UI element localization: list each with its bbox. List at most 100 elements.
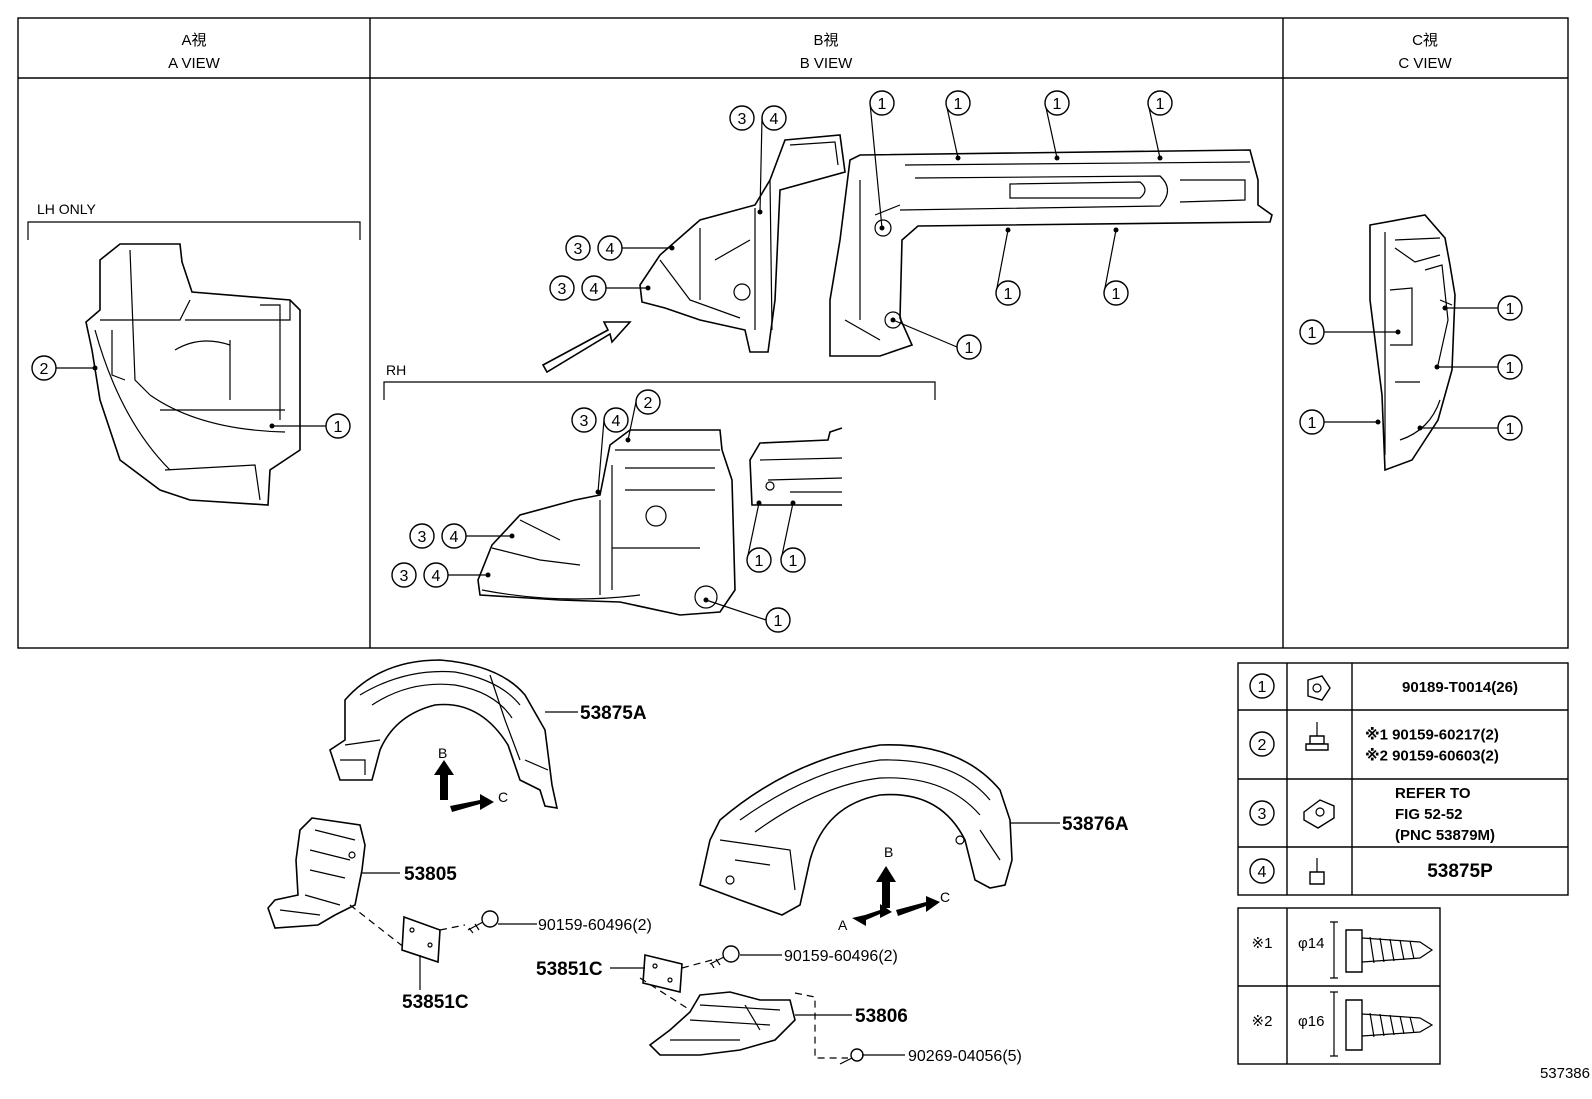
callout-number: 2: [40, 361, 49, 378]
callout-dot: [1434, 364, 1440, 370]
callout-circle: [761, 105, 787, 131]
screw-diameter: φ16: [1298, 1013, 1324, 1030]
callout-number: 1: [1004, 286, 1013, 303]
screw-mark: ※2: [1252, 1013, 1273, 1030]
callout-circle: [1147, 90, 1173, 116]
a-view-panel: LH ONLY: [27, 201, 361, 506]
rh-lower-right-part: [749, 427, 843, 506]
callout-leader: [705, 599, 767, 621]
callout-number: 1: [334, 419, 343, 436]
callout-circle: [1299, 319, 1325, 345]
callout-number: 1: [1506, 360, 1515, 377]
callout-leader: [1147, 102, 1161, 159]
callout-number: 4: [432, 568, 441, 585]
callout-circle: [945, 90, 971, 116]
callout-dot: [509, 533, 515, 539]
figure-id: 537386: [1540, 1065, 1590, 1082]
callout-number: 3: [738, 111, 747, 128]
legend-callout-circle: [1249, 858, 1275, 884]
part-53806-drawing: [648, 991, 796, 1056]
callout-circle: [1497, 354, 1523, 380]
legend-callout-number: 4: [1258, 864, 1267, 881]
legend-callout-number: 2: [1258, 737, 1267, 754]
callout-circle: [869, 90, 895, 116]
callout-number: 1: [954, 96, 963, 113]
callout-number: 1: [1053, 96, 1062, 113]
callout-number: 3: [400, 568, 409, 585]
callout-leader: [945, 102, 959, 159]
bolt-left-drawing: [467, 910, 499, 934]
callout-number: 1: [755, 553, 764, 570]
callout-number: 4: [450, 529, 459, 546]
callout-leader: [995, 229, 1009, 294]
legend-part-text: ※2 90159-60603(2): [1365, 747, 1499, 765]
rh-lower-left-part: [477, 429, 736, 616]
legend-part-text: ※1 90159-60217(2): [1365, 726, 1499, 744]
callout-dot: [1417, 425, 1423, 431]
callout-circle: [1497, 415, 1523, 441]
legend-part-text: REFER TO: [1395, 785, 1471, 802]
callout-leader: [1103, 229, 1117, 294]
callout-dot: [879, 225, 885, 231]
lh-only-label: LH ONLY: [37, 201, 97, 217]
callout-dot: [269, 423, 275, 429]
legend-callout-circle: [1249, 800, 1275, 826]
callout-dot: [1375, 419, 1381, 425]
rh-label: RH: [386, 362, 406, 378]
part-53805-drawing: [267, 817, 366, 929]
callout-dot: [485, 572, 491, 578]
b-view-en: B VIEW: [800, 55, 853, 72]
legend-callout-circle: [1249, 673, 1275, 699]
callout-circle: [581, 275, 607, 301]
part-label-53805: 53805: [404, 864, 457, 885]
screw-bottom-drawing: [839, 1048, 864, 1065]
callout-circle: [391, 562, 417, 588]
callout-dot: [890, 317, 896, 323]
callout-circle: [729, 105, 755, 131]
callout-dot: [669, 245, 675, 251]
callout-number: 1: [1308, 415, 1317, 432]
callout-dot: [1005, 227, 1011, 233]
callout-number: 1: [1506, 421, 1515, 438]
callout-number: 4: [612, 413, 621, 430]
callout-dot: [955, 155, 961, 161]
arrow-b-left: [434, 760, 494, 812]
legend-callout-circle: [1249, 731, 1275, 757]
arrow-a-right-label: A: [838, 917, 848, 933]
callout-circle: [780, 547, 806, 573]
callout-circle: [1103, 280, 1129, 306]
callout-number: 3: [574, 241, 583, 258]
bolt-icon: [1305, 722, 1329, 751]
callout-leader: [627, 401, 637, 441]
callout-dot: [595, 489, 601, 495]
part-label-53876A: 53876A: [1062, 814, 1129, 835]
arrow-b-right: [852, 866, 940, 926]
screw-1-drawing: [1330, 921, 1434, 979]
callout-dot: [1157, 155, 1163, 161]
callout-number: 1: [789, 553, 798, 570]
callout-number: 1: [1506, 301, 1515, 318]
legend-part-text: FIG 52-52: [1395, 806, 1463, 823]
arrow-c-left-label: C: [498, 789, 508, 805]
callout-circle: [571, 407, 597, 433]
part-label-screw-bottom: 90269-04056(5): [908, 1048, 1022, 1065]
part-label-53851C-left: 53851C: [402, 992, 469, 1013]
part-label-53875A: 53875A: [580, 703, 647, 724]
callout-number: 1: [878, 96, 887, 113]
callout-leader: [780, 502, 794, 561]
callout-dot: [1113, 227, 1119, 233]
callout-leader: [1044, 102, 1058, 159]
legend-callout-number: 3: [1258, 806, 1267, 823]
c-view-jp: C視: [1412, 32, 1438, 49]
legend-part-text: 53875P: [1427, 861, 1493, 882]
part-label-53806: 53806: [855, 1006, 908, 1027]
a-view-en: A VIEW: [168, 55, 221, 72]
views-frame: [17, 17, 1569, 649]
callout-number: 1: [1308, 325, 1317, 342]
legend-part-text: 90189-T0014(26): [1402, 679, 1518, 696]
b-view-jp: B視: [813, 32, 838, 49]
callout-circle: [597, 235, 623, 261]
callout-circle: [746, 547, 772, 573]
